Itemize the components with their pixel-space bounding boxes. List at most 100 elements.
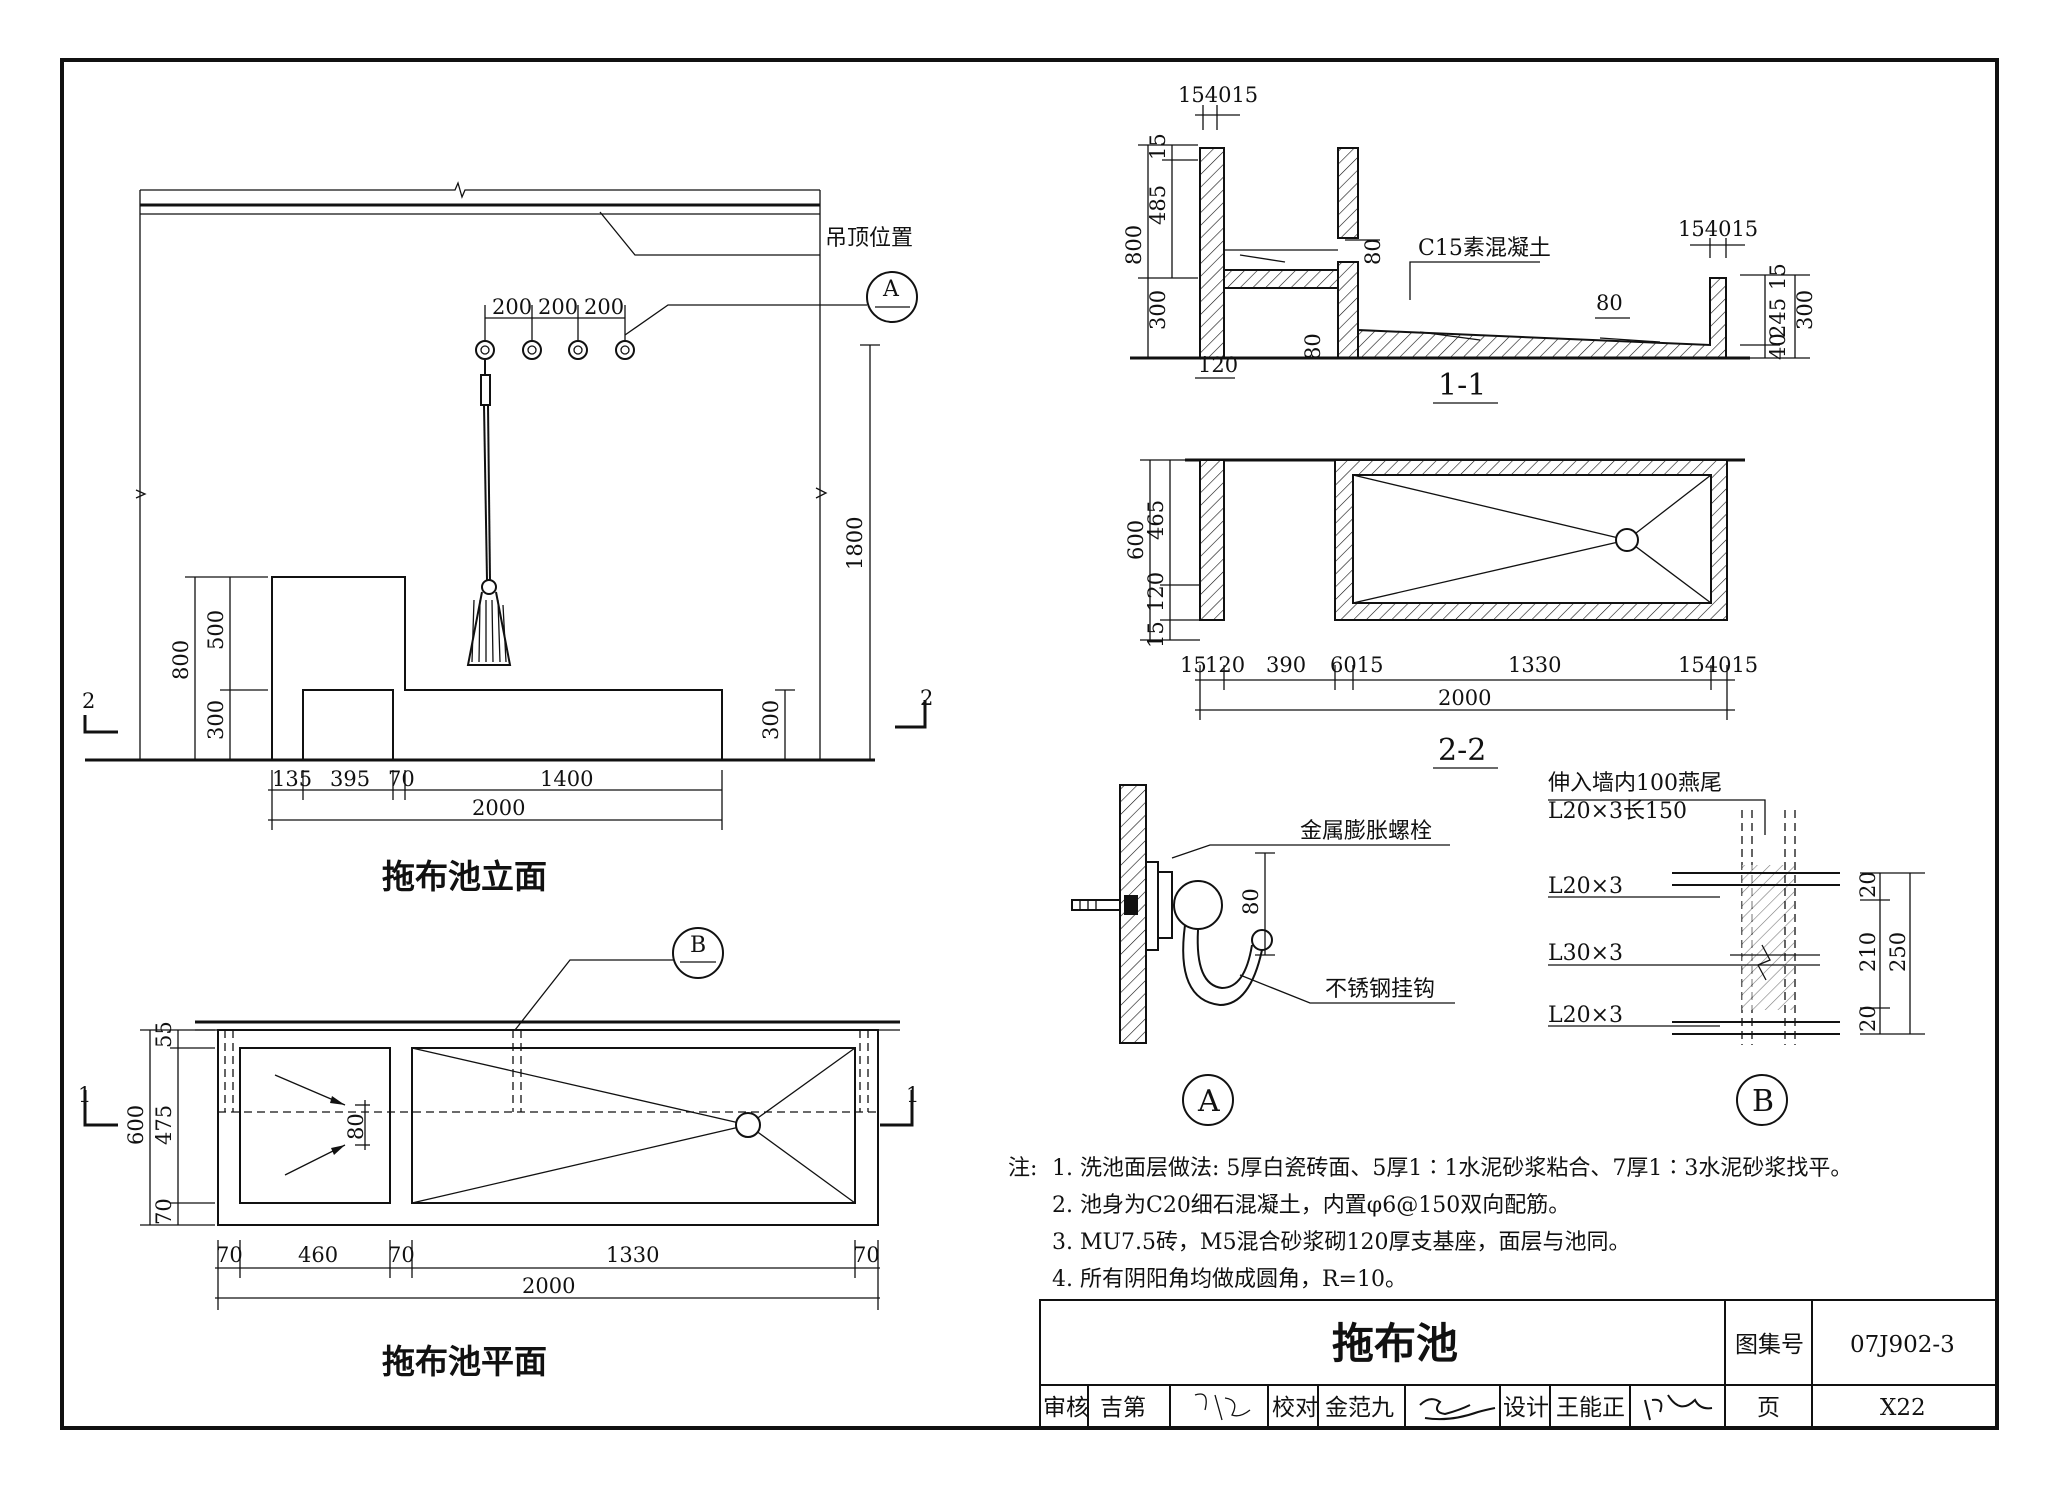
section-mark-2-right: 2 bbox=[920, 686, 933, 710]
detail-a-tag: A bbox=[1197, 1084, 1220, 1119]
s11-dim-15: 15 bbox=[1146, 133, 1170, 160]
review-label: 审核 bbox=[1043, 1395, 1089, 1421]
elev-dim-500: 500 bbox=[204, 610, 228, 650]
s22-dim-120: 120 bbox=[1205, 653, 1245, 677]
check-label: 校对 bbox=[1272, 1395, 1318, 1421]
elev-dim-135: 135 bbox=[272, 767, 312, 791]
detail-b-dim-20b: 20 bbox=[1856, 1005, 1880, 1032]
detail-b-dim-20a: 20 bbox=[1856, 871, 1880, 898]
s22-dim-465: 465 bbox=[1144, 500, 1168, 540]
plan-dim-1330: 1330 bbox=[606, 1243, 659, 1267]
hook-spacing-dim: 200 bbox=[538, 295, 578, 319]
elev-dim-300-right: 300 bbox=[759, 700, 783, 740]
plan-dim-70: 70 bbox=[152, 1198, 176, 1225]
section-2-2-title: 2-2 bbox=[1438, 733, 1486, 768]
elevation-view: 吊顶位置 A 200 200 200 bbox=[82, 181, 933, 896]
page-number: X22 bbox=[1880, 1395, 1926, 1421]
hook-spacing-dim: 200 bbox=[584, 295, 624, 319]
elev-dim-800: 800 bbox=[169, 640, 193, 680]
s22-dim-390: 390 bbox=[1266, 653, 1306, 677]
detail-b-dim-250: 250 bbox=[1886, 932, 1910, 972]
s11-dim-15r: 15 bbox=[1766, 263, 1790, 290]
design-label: 设计 bbox=[1503, 1395, 1549, 1421]
drawing-title: 拖布池 bbox=[1332, 1319, 1458, 1368]
s11-dim-80b: 80 bbox=[1301, 333, 1325, 360]
note-4: 4. 所有阴阳角均做成圆角，R=10。 bbox=[1052, 1267, 1407, 1292]
s11-dim-245: 245 bbox=[1766, 298, 1790, 338]
detail-b-dim-210: 210 bbox=[1856, 932, 1880, 972]
detail-a-callout-tag: A bbox=[882, 277, 900, 302]
ceiling-position-label: 吊顶位置 bbox=[825, 226, 913, 251]
s11-dim-485: 485 bbox=[1146, 185, 1170, 225]
member-label-bottom: L20×3 bbox=[1548, 1003, 1623, 1028]
elev-dim-395: 395 bbox=[330, 767, 370, 791]
stainless-hook-icon bbox=[1173, 880, 1273, 1007]
section-2-2: 600 465 120 15 15 120 390 6015 1330 1540… bbox=[1124, 458, 1758, 769]
member-label-top: L20×3 bbox=[1548, 874, 1623, 899]
concrete-label: C15素混凝土 bbox=[1418, 236, 1551, 261]
member-label-mid: L30×3 bbox=[1548, 941, 1623, 966]
section-mark-2-left: 2 bbox=[82, 689, 95, 713]
s11-top-dims-left: 154015 bbox=[1178, 83, 1258, 107]
page-label: 页 bbox=[1757, 1395, 1780, 1421]
check-signature bbox=[1419, 1398, 1496, 1421]
drain-icon bbox=[735, 1112, 761, 1138]
plan-dim-460: 460 bbox=[298, 1243, 338, 1267]
s11-dim-800: 800 bbox=[1122, 225, 1146, 265]
s22-dim-120: 120 bbox=[1144, 572, 1168, 612]
note-1: 1. 洗池面层做法: 5厚白瓷砖面、5厚1∶1水泥砂浆粘合、7厚1∶3水泥砂浆找… bbox=[1052, 1156, 1852, 1181]
detail-b-callout-tag: B bbox=[690, 933, 706, 958]
atlas-label: 图集号 bbox=[1735, 1332, 1804, 1358]
expansion-bolt-label: 金属膨胀螺栓 bbox=[1300, 819, 1432, 844]
s11-dim-80c: 80 bbox=[1596, 291, 1623, 315]
section-1-1-title: 1-1 bbox=[1438, 368, 1486, 403]
atlas-number: 07J902-3 bbox=[1850, 1332, 1955, 1358]
plan-dim-600: 600 bbox=[124, 1105, 148, 1145]
section-mark-1-left: 1 bbox=[78, 1083, 91, 1107]
notes-prefix: 注: bbox=[1008, 1156, 1037, 1181]
s22-dim-15: 15 bbox=[1180, 653, 1207, 677]
detail-b-top-label-1: 伸入墙内100燕尾 bbox=[1548, 771, 1722, 796]
elev-dim-1800: 1800 bbox=[843, 517, 867, 570]
s11-dim-40: 40 bbox=[1766, 333, 1790, 360]
title-block: 拖布池 图集号 07J902-3 审核 吉第 校对 金范九 设计 王能正 页 X… bbox=[1039, 1299, 1998, 1429]
plan-dim-70a: 70 bbox=[216, 1243, 243, 1267]
plan-dim-475: 475 bbox=[152, 1105, 176, 1145]
plan-dim-2000: 2000 bbox=[522, 1274, 575, 1298]
elevation-title: 拖布池立面 bbox=[382, 857, 547, 896]
s22-dim-6015: 6015 bbox=[1330, 653, 1383, 677]
check-name: 金范九 bbox=[1325, 1395, 1394, 1421]
design-signature bbox=[1644, 1394, 1713, 1421]
stainless-hook-label: 不锈钢挂钩 bbox=[1325, 977, 1435, 1002]
detail-b-tag: B bbox=[1752, 1084, 1774, 1119]
note-3: 3. MU7.5砖，M5混合砂浆砌120厚支基座，面层与池同。 bbox=[1052, 1230, 1631, 1255]
drain-icon bbox=[1615, 528, 1639, 552]
detail-a-dim-80: 80 bbox=[1239, 888, 1263, 915]
s11-dim-80a: 80 bbox=[1361, 238, 1385, 265]
s22-dim-2000: 2000 bbox=[1438, 686, 1491, 710]
review-name: 吉第 bbox=[1100, 1395, 1146, 1421]
wall-hook-icon bbox=[522, 340, 542, 360]
s11-dim-300: 300 bbox=[1146, 290, 1170, 330]
plan-view: B 80 600 55 475 bbox=[78, 927, 919, 1381]
s11-dim-300r: 300 bbox=[1793, 290, 1817, 330]
plan-dim-55: 55 bbox=[152, 1021, 176, 1048]
s11-top-dims-right: 154015 bbox=[1678, 217, 1758, 241]
plan-dim-70b: 70 bbox=[388, 1243, 415, 1267]
detail-b: 伸入墙内100燕尾 L20×3长150 L20×3 L30×3 L20×3 20… bbox=[1548, 771, 1925, 1126]
notes: 注: 1. 洗池面层做法: 5厚白瓷砖面、5厚1∶1水泥砂浆粘合、7厚1∶3水泥… bbox=[1008, 1156, 1852, 1292]
plan-dim-80: 80 bbox=[344, 1113, 368, 1140]
plan-title: 拖布池平面 bbox=[382, 1342, 547, 1381]
plan-dim-70c: 70 bbox=[853, 1243, 880, 1267]
s22-dim-154015: 154015 bbox=[1678, 653, 1758, 677]
note-2: 2. 池身为C20细石混凝土，内置φ6@150双向配筋。 bbox=[1052, 1193, 1570, 1218]
review-signature bbox=[1194, 1393, 1251, 1421]
wall-hook-icon bbox=[475, 340, 495, 360]
s22-dim-1330: 1330 bbox=[1508, 653, 1561, 677]
elev-dim-2000: 2000 bbox=[472, 796, 525, 820]
detail-a: 金属膨胀螺栓 不锈钢挂钩 80 A bbox=[1071, 784, 1455, 1126]
s11-dim-120: 120 bbox=[1198, 353, 1238, 377]
elev-dim-1400: 1400 bbox=[540, 767, 593, 791]
hook-spacing-dim: 200 bbox=[492, 295, 532, 319]
